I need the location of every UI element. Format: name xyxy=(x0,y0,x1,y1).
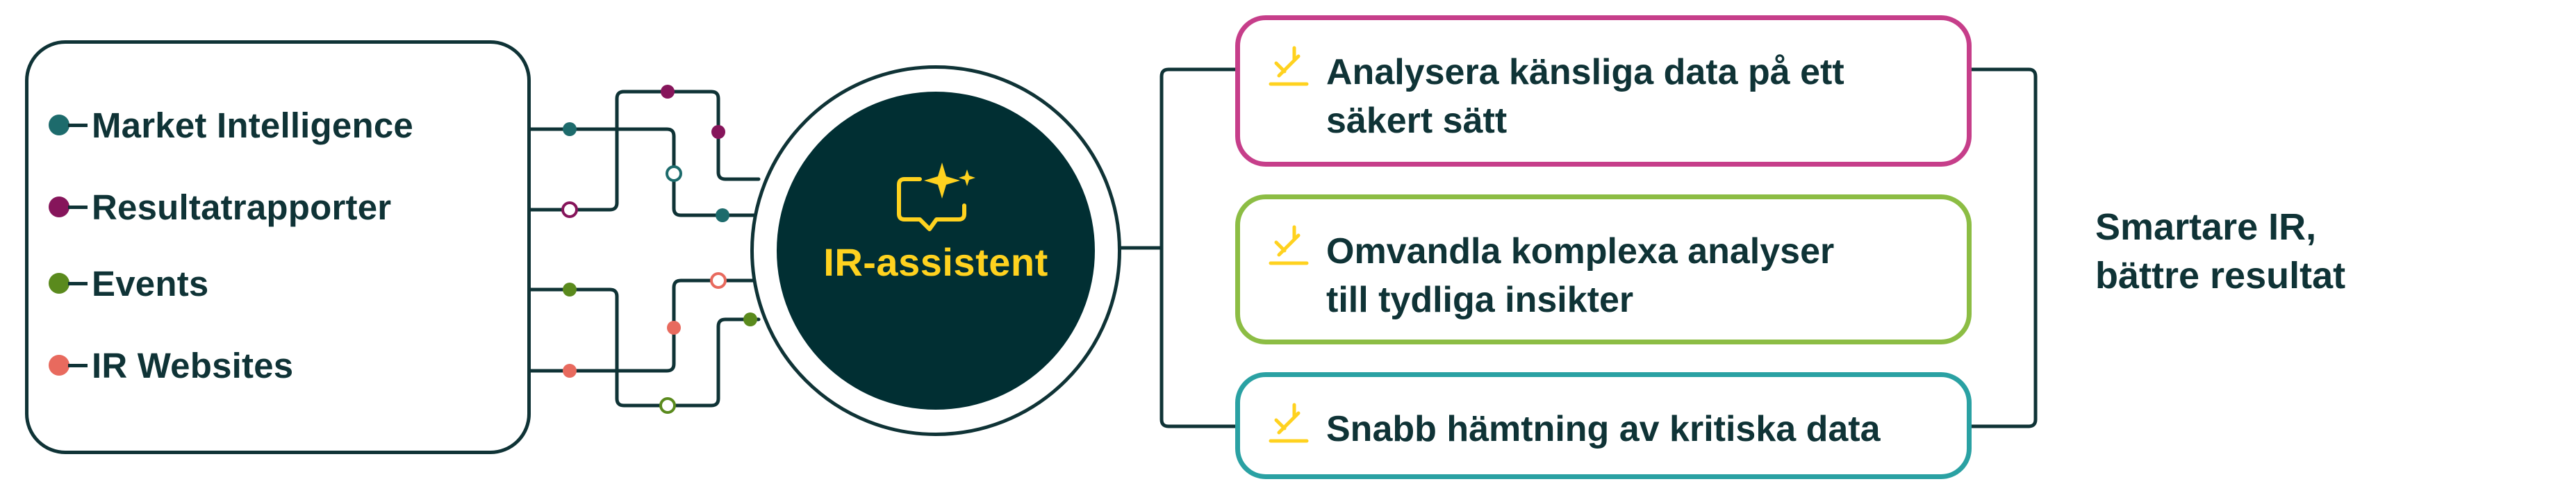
bullet-dash xyxy=(68,205,88,209)
node-ir-2 xyxy=(667,321,681,335)
wire-benefit-bracket xyxy=(1159,67,1237,428)
node-ir-3 xyxy=(710,272,727,289)
bullet-dash xyxy=(68,123,88,127)
node-ir-1 xyxy=(563,364,577,378)
bullet-dash xyxy=(68,363,88,367)
outcome-line: Smartare IR, xyxy=(2095,206,2317,248)
node-mi-1 xyxy=(563,122,577,136)
spark-icon xyxy=(1269,46,1309,86)
outcome-text: Smartare IR, bättre resultat xyxy=(2095,203,2484,300)
node-mi-3 xyxy=(716,208,729,222)
source-item-events: Events xyxy=(49,262,208,304)
benefit-text: Omvandla komplexa analyser till tydliga … xyxy=(1326,227,1946,324)
node-rr-2 xyxy=(661,85,675,99)
wire-events xyxy=(529,287,761,408)
node-rr-1 xyxy=(561,201,578,218)
benefit-card-secure-analysis: Analysera känsliga data på ett säkert sä… xyxy=(1235,15,1972,167)
bullet-dot-icon xyxy=(49,197,69,217)
benefit-text: Analysera känsliga data på ett säkert sä… xyxy=(1326,48,1946,145)
source-item-market-intelligence: Market Intelligence xyxy=(49,104,413,146)
source-label: Events xyxy=(92,263,209,303)
benefit-card-fast-retrieval: Snabb hämtning av kritiska data xyxy=(1235,372,1972,479)
node-ev-1 xyxy=(563,283,577,296)
source-label: Resultatrapporter xyxy=(92,187,392,227)
bullet-dot-icon xyxy=(49,115,69,135)
spark-icon xyxy=(1269,403,1309,443)
source-item-resultatrapporter: Resultatrapporter xyxy=(49,186,391,228)
bullet-dot-icon xyxy=(49,355,69,376)
hub-circle xyxy=(777,92,1095,410)
source-item-ir-websites: IR Websites xyxy=(49,344,293,386)
outcome-line: bättre resultat xyxy=(2095,255,2346,296)
wire-market-intelligence xyxy=(529,127,756,217)
benefit-line: Omvandla komplexa analyser xyxy=(1326,231,1835,271)
benefit-line: till tydliga insikter xyxy=(1326,280,1634,320)
node-mi-2 xyxy=(666,165,682,182)
wire-ir-websites xyxy=(529,278,756,373)
bullet-dot-icon xyxy=(49,273,69,294)
bullet-dash xyxy=(68,281,88,285)
node-ev-2 xyxy=(659,397,676,414)
source-label: IR Websites xyxy=(92,345,294,385)
source-panel xyxy=(25,40,531,454)
benefit-line: säkert sätt xyxy=(1326,101,1508,141)
chat-sparkle-icon xyxy=(897,162,975,231)
node-rr-3 xyxy=(711,125,725,139)
source-label: Market Intelligence xyxy=(92,105,413,145)
wire-resultatrapporter xyxy=(529,90,761,212)
benefit-card-clear-insights: Omvandla komplexa analyser till tydliga … xyxy=(1235,194,1972,344)
benefit-text: Snabb hämtning av kritiska data xyxy=(1326,405,1946,453)
benefit-line: Analysera känsliga data på ett xyxy=(1326,52,1844,92)
benefit-line: Snabb hämtning av kritiska data xyxy=(1326,409,1881,449)
hub-label: IR-assistent xyxy=(823,240,1048,284)
spark-icon xyxy=(1269,225,1309,265)
wire-outcome-bracket xyxy=(1970,67,2038,428)
node-ev-3 xyxy=(743,312,757,326)
